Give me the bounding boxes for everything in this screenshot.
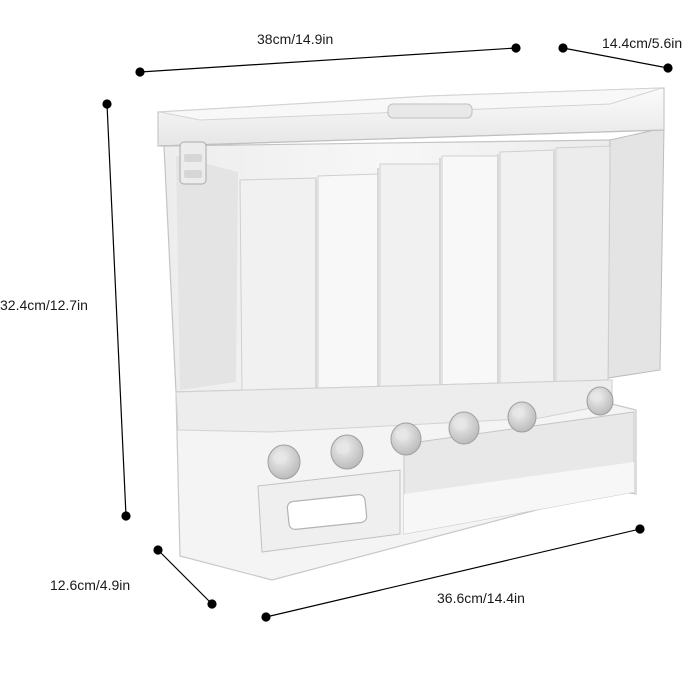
- top-depth-end-right: [663, 63, 673, 73]
- knob[interactable]: [330, 434, 364, 470]
- dimension-lines: [102, 43, 673, 622]
- top-width-line: [139, 47, 517, 73]
- bottom-width-end-right: [635, 524, 645, 534]
- collection-drawer[interactable]: [257, 469, 401, 553]
- knob[interactable]: [586, 386, 614, 416]
- height-end-top: [102, 99, 112, 109]
- lid-clip[interactable]: [179, 141, 207, 185]
- bottom-depth-label: 12.6cm/4.9in: [50, 577, 131, 593]
- knob[interactable]: [507, 401, 537, 433]
- divider-panel: [555, 145, 611, 391]
- panel-edges: [315, 150, 555, 412]
- base-top-strip: [175, 379, 613, 433]
- drawer-handle[interactable]: [286, 493, 368, 531]
- divider-panel: [317, 173, 379, 415]
- divider-panels: [239, 145, 611, 415]
- top-depth-end-left: [558, 43, 568, 53]
- height-label: 32.4cm/12.7in: [0, 297, 88, 313]
- bottom-width-end-left: [261, 612, 271, 622]
- divider-panel: [239, 177, 317, 415]
- cubby-floor: [404, 462, 634, 534]
- bottom-width-line: [265, 528, 641, 618]
- divider-panel: [379, 163, 441, 411]
- top-width-label: 38cm/14.9in: [257, 31, 334, 47]
- top-width-end-right: [511, 43, 521, 53]
- knob[interactable]: [267, 444, 301, 480]
- dispense-knobs: [267, 386, 614, 480]
- lid-handle[interactable]: [387, 103, 473, 119]
- divider-panel: [441, 155, 499, 403]
- left-inner-wall: [176, 156, 238, 390]
- top-depth-line: [562, 47, 669, 69]
- bottom-depth-end-bottom: [207, 599, 217, 609]
- right-side-panel: [607, 127, 665, 379]
- knob[interactable]: [448, 411, 480, 445]
- divider-panel: [499, 149, 555, 397]
- top-depth-label: 14.4cm/5.6in: [602, 35, 683, 51]
- bottom-width-label: 36.6cm/14.4in: [437, 590, 525, 606]
- knob[interactable]: [390, 422, 422, 456]
- top-width-end-left: [135, 67, 145, 77]
- height-line: [106, 103, 127, 517]
- bottom-depth-line: [157, 549, 213, 605]
- dispenser: [157, 87, 665, 581]
- height-end-bottom: [121, 511, 131, 521]
- bottom-depth-end-top: [153, 545, 163, 555]
